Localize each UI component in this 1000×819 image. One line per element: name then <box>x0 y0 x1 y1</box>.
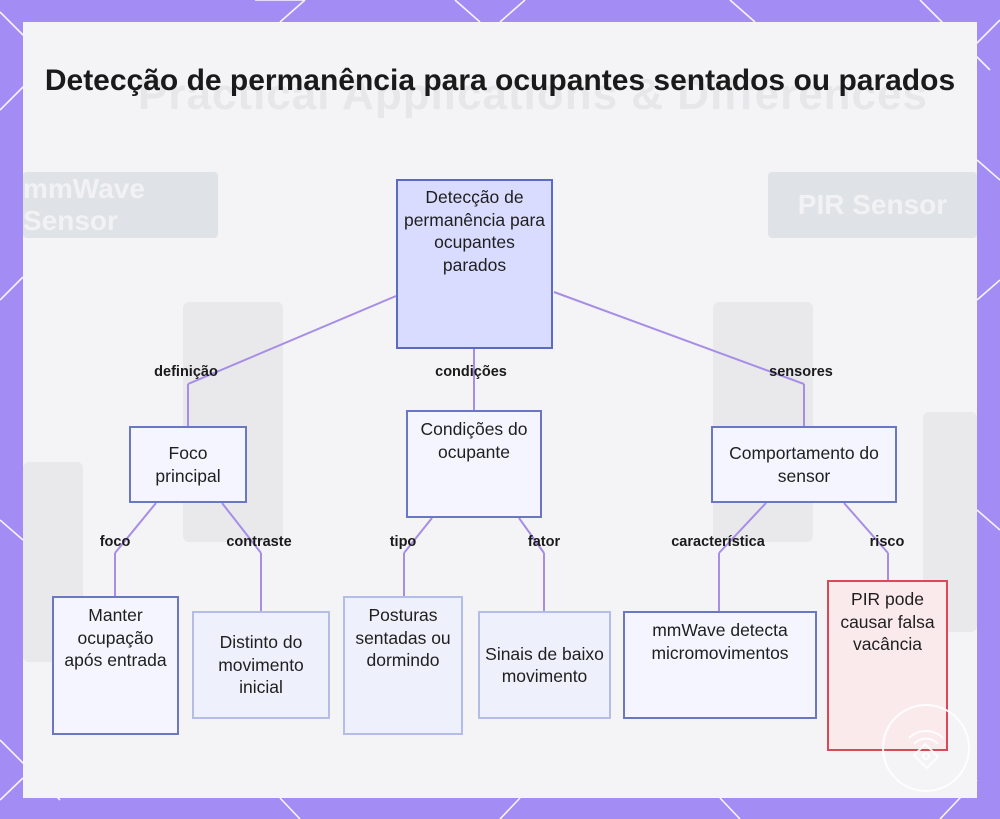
node-conditions-text: Condições do ocupante <box>420 419 528 462</box>
node-definition: Foco principal <box>129 426 247 503</box>
node-mmwave: mmWave detecta micromovimentos <box>623 611 817 719</box>
node-mmwave-text: mmWave detecta micromovimentos <box>651 620 789 663</box>
node-distinct-movement: Distinto do movimento inicial <box>192 611 330 719</box>
edge-label-tipo: tipo <box>389 534 417 550</box>
node-postures-text: Posturas sentadas ou dormindo <box>355 605 451 670</box>
background-heading: Practical Applications & Differences <box>138 70 928 119</box>
node-root: Detecção de permanência para ocupantes p… <box>396 179 553 349</box>
node-sensor-behavior: Comportamento do sensor <box>711 426 897 503</box>
node-distinct-movement-text: Distinto do movimento inicial <box>218 632 304 698</box>
node-root-text: Detecção de permanência para ocupantes p… <box>403 187 546 275</box>
edge-label-condicoes: condições <box>435 364 507 380</box>
node-pir-risk-text: PIR pode causar falsa vacância <box>840 589 935 654</box>
background-door-left <box>183 302 283 542</box>
node-low-movement: Sinais de baixo movimento <box>478 611 611 719</box>
node-keep-occupancy: Manter ocupação após entrada <box>52 596 179 735</box>
edge-label-caracteristica: característica <box>671 534 765 550</box>
edge-label-risco: risco <box>869 534 905 550</box>
watermark-icon <box>882 704 970 792</box>
background-door-right <box>713 302 813 542</box>
background-button-left: mmWave Sensor <box>23 172 218 238</box>
diagram-title: Detecção de permanência para ocupantes s… <box>44 64 956 97</box>
edge-label-contraste: contraste <box>226 534 292 550</box>
node-sensor-behavior-text: Comportamento do sensor <box>729 443 879 486</box>
node-conditions: Condições do ocupante <box>406 410 542 518</box>
watermark-glyph-icon <box>908 729 944 770</box>
node-postures: Posturas sentadas ou dormindo <box>343 596 463 735</box>
background-button-right: PIR Sensor <box>768 172 977 238</box>
node-low-movement-text: Sinais de baixo movimento <box>485 643 604 687</box>
edge-label-fator: fator <box>527 534 561 550</box>
node-keep-occupancy-text: Manter ocupação após entrada <box>64 605 167 670</box>
edge-label-definicao: definição <box>154 364 218 380</box>
node-definition-text: Foco principal <box>155 443 221 486</box>
edge-label-foco: foco <box>99 534 131 550</box>
edge-label-sensores: sensores <box>769 364 833 380</box>
